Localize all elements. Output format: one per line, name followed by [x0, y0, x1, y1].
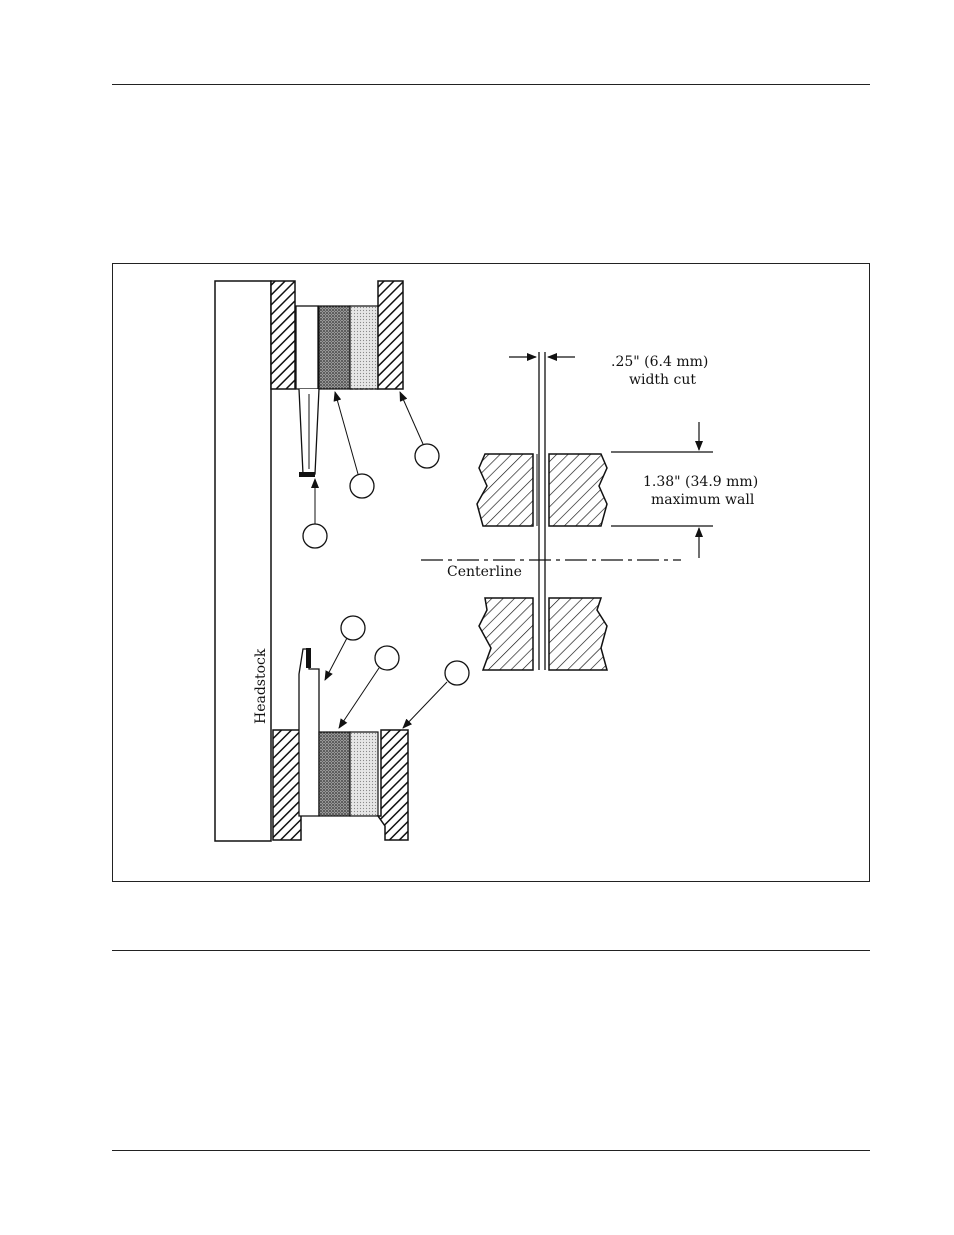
width-cut-label-1: .25" (6.4 mm): [611, 354, 708, 370]
headstock: Headstock: [214, 280, 272, 842]
wall-label-2: maximum wall: [651, 492, 755, 508]
cutting-diagram: Headstock: [214, 280, 758, 842]
upper-clamp: [270, 280, 404, 477]
callouts: [302, 391, 470, 729]
callout-6: [402, 660, 470, 729]
width-cut-dimension: .25" (6.4 mm) width cut: [509, 353, 708, 388]
callout-1: [302, 478, 328, 549]
headstock-label: Headstock: [253, 648, 269, 724]
callout-3: [399, 391, 440, 469]
middle-rule: [112, 950, 870, 951]
top-rule: [112, 84, 870, 85]
callout-2: [333, 391, 375, 499]
pipe-section: [476, 352, 608, 671]
centerline-label: Centerline: [447, 564, 522, 580]
wall-label-1: 1.38" (34.9 mm): [643, 474, 758, 490]
lower-clamp: [272, 648, 409, 841]
width-cut-label-2: width cut: [629, 372, 696, 388]
centerline: Centerline: [421, 559, 681, 580]
callout-5: [338, 645, 400, 729]
callout-4: [324, 615, 366, 681]
wall-dimension: 1.38" (34.9 mm) maximum wall: [611, 422, 758, 558]
figure-frame: Headstock: [112, 263, 870, 882]
bottom-rule: [112, 1150, 870, 1151]
